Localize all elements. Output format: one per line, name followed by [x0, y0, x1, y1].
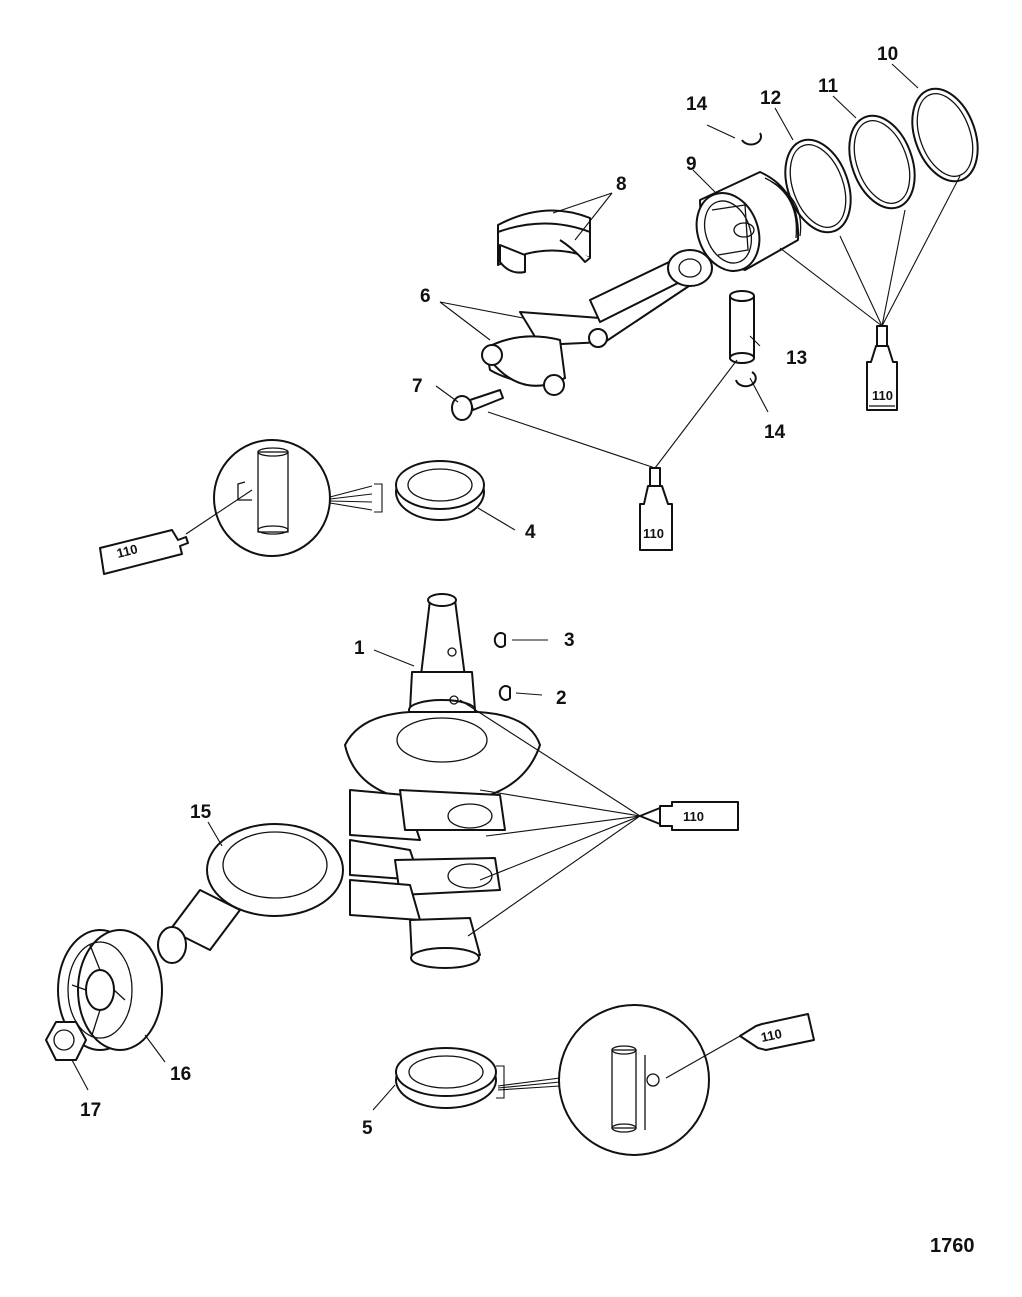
callout-9: 9: [686, 154, 697, 175]
piston-ring-11: [848, 114, 916, 210]
nut-17: [45, 1021, 87, 1061]
callout-14-lower: 14: [764, 422, 786, 443]
piston-pin-clip-upper: [741, 132, 762, 146]
seal-detail-lower: [496, 1004, 710, 1156]
callout-12: 12: [760, 88, 781, 109]
diagram-number: 1760: [930, 1235, 975, 1257]
sealant-tube-rings: 110: [866, 325, 898, 411]
seal-detail-upper: [213, 439, 383, 557]
leader-lines: [71, 63, 961, 1111]
callout-2: 2: [556, 688, 567, 709]
connecting-rod-bolt-7: [451, 389, 504, 421]
sealant-label: 110: [872, 388, 893, 403]
callout-1: 1: [354, 638, 365, 659]
sealant-tube-pin: 110: [639, 467, 673, 551]
callout-15: 15: [190, 802, 212, 823]
sealant-label: 110: [643, 526, 664, 541]
callout-11: 11: [818, 76, 839, 97]
woodruff-key-3: [493, 632, 506, 648]
oil-seal-4: [395, 460, 485, 521]
sealant-label: 110: [683, 809, 704, 824]
pulley-16: [57, 929, 163, 1051]
callout-5: 5: [362, 1118, 373, 1139]
woodruff-key-2: [498, 685, 511, 701]
callout-8: 8: [616, 174, 627, 195]
callout-3: 3: [564, 630, 575, 651]
callout-17: 17: [80, 1100, 101, 1121]
oil-pump-drive-15: [157, 823, 344, 964]
callout-7: 7: [412, 376, 423, 397]
callouts: 10 11 12 14 9 8 6 13 7 14 4 3 1 2 15 16 …: [80, 44, 898, 1139]
callout-13: 13: [786, 348, 807, 369]
sealant-tube-seal-upper: 110: [99, 529, 189, 575]
callout-4: 4: [525, 522, 536, 543]
crankshaft-1: [344, 593, 541, 969]
callout-16: 16: [170, 1064, 191, 1085]
sealant-tube-crank: 110: [639, 801, 739, 831]
callout-14-upper: 14: [686, 94, 708, 115]
sealant-tube-seal-lower: 110: [739, 1013, 815, 1051]
piston-ring-12: [784, 138, 852, 234]
piston-pin-13: [729, 290, 755, 364]
piston-9: [695, 171, 802, 272]
sealant-label: 110: [115, 541, 139, 561]
piston-pin-clip-lower: [735, 371, 757, 388]
connecting-rod-6: [481, 249, 713, 396]
callout-6: 6: [420, 286, 431, 307]
oil-seal-5: [395, 1047, 497, 1109]
piston-ring-10: [911, 87, 979, 183]
sealant-label: 110: [760, 1026, 784, 1045]
callout-10: 10: [877, 44, 898, 65]
connecting-rod-bearing-8: [497, 209, 591, 274]
